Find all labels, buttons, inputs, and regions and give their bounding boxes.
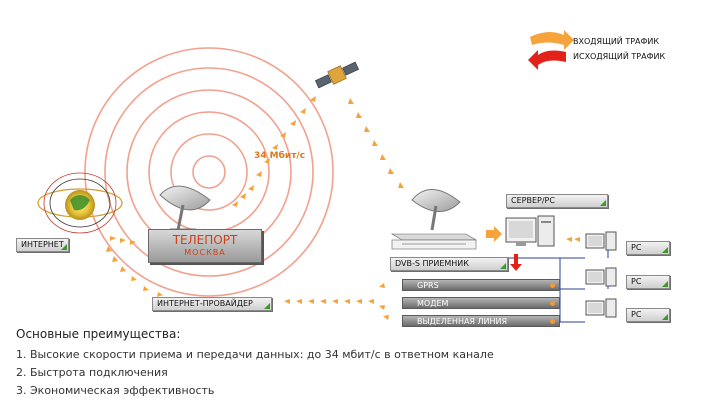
internet-label-text: ИНТЕРНЕТ bbox=[21, 240, 64, 249]
receiving-dish-icon bbox=[411, 189, 461, 231]
pc2-icon bbox=[585, 267, 617, 287]
provider-label: ИНТЕРНЕТ-ПРОВАЙДЕР bbox=[152, 297, 272, 311]
pc2-label-text: PC bbox=[631, 277, 642, 286]
incoming-traffic-path bbox=[110, 96, 580, 245]
advantage-item: 1. Высокие скорости приема и передачи да… bbox=[16, 348, 494, 361]
internet-globe-icon bbox=[37, 172, 123, 234]
server-label-text: СЕРВЕР/PC bbox=[511, 196, 555, 205]
corner-icon bbox=[662, 314, 668, 320]
channel-gprs: GPRS bbox=[402, 279, 560, 291]
pc1-label: PC bbox=[626, 241, 670, 255]
advantages-title: Основные преимущества: bbox=[16, 327, 181, 341]
advantage-item: 3. Экономическая эффективность bbox=[16, 384, 215, 397]
dvb-receiver-icon bbox=[390, 233, 478, 250]
pc3-label-text: PC bbox=[631, 310, 642, 319]
corner-icon bbox=[500, 263, 506, 269]
return-channel-path bbox=[106, 246, 389, 320]
channel-dot-icon bbox=[550, 283, 555, 288]
internet-label: ИНТЕРНЕТ bbox=[16, 238, 69, 252]
channel-modem-text: МОДЕМ bbox=[417, 299, 449, 308]
legend-outgoing: ИСХОДЯЩИЙ ТРАФИК bbox=[573, 52, 666, 61]
dvb-label-text: DVB-S ПРИЕМНИК bbox=[395, 259, 469, 268]
channel-leased-line-text: ВЫДЕЛЕННАЯ ЛИНИЯ bbox=[417, 317, 508, 326]
channel-dot-icon bbox=[550, 301, 555, 306]
teleport-title: ТЕЛЕПОРТ bbox=[172, 233, 238, 247]
server-label: СЕРВЕР/PC bbox=[506, 194, 608, 208]
outgoing-arrow-icon bbox=[510, 254, 522, 271]
corner-icon bbox=[662, 281, 668, 287]
corner-icon bbox=[600, 200, 606, 206]
advantages-list: 1. Высокие скорости приема и передачи да… bbox=[16, 346, 494, 400]
incoming-legend-arrow-icon bbox=[530, 30, 574, 50]
network-lines bbox=[504, 250, 609, 323]
channel-gprs-text: GPRS bbox=[417, 281, 439, 290]
pc1-icon bbox=[585, 231, 617, 251]
server-computer-icon bbox=[505, 215, 555, 247]
channel-leased-line: ВЫДЕЛЕННАЯ ЛИНИЯ bbox=[402, 315, 560, 327]
teleport-city: МОСКВА bbox=[184, 248, 226, 257]
provider-label-text: ИНТЕРНЕТ-ПРОВАЙДЕР bbox=[157, 299, 253, 308]
teleport-box: ТЕЛЕПОРТ МОСКВА bbox=[148, 229, 262, 263]
dvb-label: DVB-S ПРИЕМНИК bbox=[390, 257, 508, 271]
channel-modem: МОДЕМ bbox=[402, 297, 560, 309]
advantage-item: 2. Быстрота подключения bbox=[16, 366, 168, 379]
speed-label: 34 Мбит/с bbox=[254, 151, 306, 161]
corner-icon bbox=[264, 303, 270, 309]
pc3-icon bbox=[585, 298, 617, 318]
outgoing-legend-arrow-icon bbox=[528, 50, 566, 70]
pc2-label: PC bbox=[626, 275, 670, 289]
pc1-label-text: PC bbox=[631, 243, 642, 252]
satellite-icon bbox=[314, 61, 360, 89]
teleport-dish-icon bbox=[159, 185, 211, 232]
corner-icon bbox=[662, 247, 668, 253]
corner-icon bbox=[60, 244, 67, 250]
legend-incoming: ВХОДЯЩИЙ ТРАФИК bbox=[573, 37, 660, 46]
pc3-label: PC bbox=[626, 308, 670, 322]
channel-dot-icon bbox=[550, 319, 555, 324]
